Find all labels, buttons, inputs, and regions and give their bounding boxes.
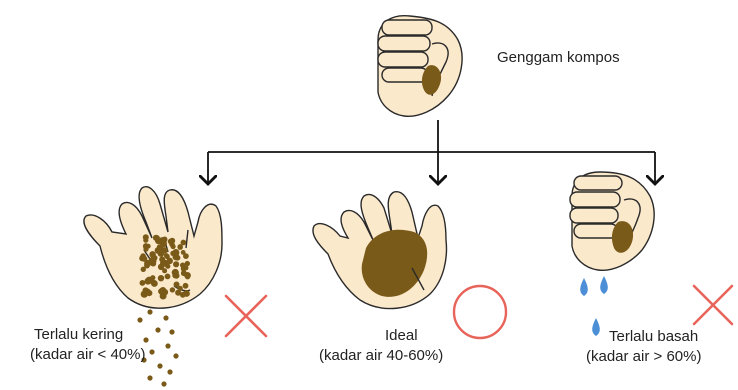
compost-particle <box>170 287 175 292</box>
dry-label-line1: Terlalu kering <box>34 325 123 344</box>
compost-particle <box>163 315 168 320</box>
dry-label-line2: (kadar air < 40%) <box>30 345 145 364</box>
compost-particle <box>140 280 146 286</box>
compost-particle <box>177 244 183 250</box>
ideal-label-line1: Ideal <box>385 326 418 345</box>
compost-particle <box>169 329 174 334</box>
compost-particle <box>165 274 171 280</box>
compost-particle <box>143 238 148 243</box>
compost-particle <box>183 283 189 289</box>
wet-label-line2: (kadar air > 60%) <box>586 347 701 366</box>
compost-particle <box>184 266 189 271</box>
compost-particle <box>180 292 186 298</box>
wet-label-line1: Terlalu basah <box>609 327 698 346</box>
compost-particle <box>141 256 147 262</box>
compost-particle <box>157 363 162 368</box>
compost-particle <box>181 270 187 276</box>
compost-particle <box>158 275 164 281</box>
compost-particle <box>161 247 167 253</box>
compost-particle <box>147 309 152 314</box>
compost-particle <box>164 253 169 258</box>
compost-particle <box>147 375 152 380</box>
compost-particle <box>143 247 148 252</box>
top-label: Genggam kompos <box>497 48 620 67</box>
compost-particle <box>172 269 179 276</box>
compost-particle <box>174 282 180 288</box>
ideal-hand-icon <box>313 192 447 309</box>
compost-particle <box>137 317 142 322</box>
compost-particle <box>158 288 164 294</box>
circle-icon <box>454 286 506 338</box>
compost-particle <box>145 278 152 285</box>
water-drops <box>580 276 608 336</box>
compost-particle <box>152 255 158 261</box>
compost-particle <box>158 264 164 270</box>
compost-particle <box>171 244 176 249</box>
compost-particle <box>159 256 165 262</box>
dry-hand-icon <box>84 187 222 308</box>
compost-particle <box>181 240 187 246</box>
compost-particle <box>161 381 166 386</box>
compost-particle <box>173 253 180 260</box>
compost-particle <box>165 343 170 348</box>
compost-particle <box>159 237 166 244</box>
compost-particle <box>168 239 174 245</box>
compost-particle <box>185 261 190 266</box>
compost-particle <box>155 235 160 240</box>
compost-particle <box>146 290 152 296</box>
top-fist-icon <box>378 16 462 117</box>
compost-particle <box>173 353 178 358</box>
compost-particle <box>143 337 148 342</box>
compost-particle <box>155 247 162 254</box>
compost-particle <box>181 250 186 255</box>
wet-fist-icon <box>570 172 654 270</box>
ideal-label-line2: (kadar air 40-60%) <box>319 346 443 365</box>
cross-icon <box>694 286 732 324</box>
compost-particle <box>155 327 160 332</box>
compost-particle <box>167 369 172 374</box>
compost-particle <box>173 261 179 267</box>
compost-particle <box>149 349 154 354</box>
compost-particle <box>141 267 146 272</box>
cross-icon <box>226 296 266 336</box>
